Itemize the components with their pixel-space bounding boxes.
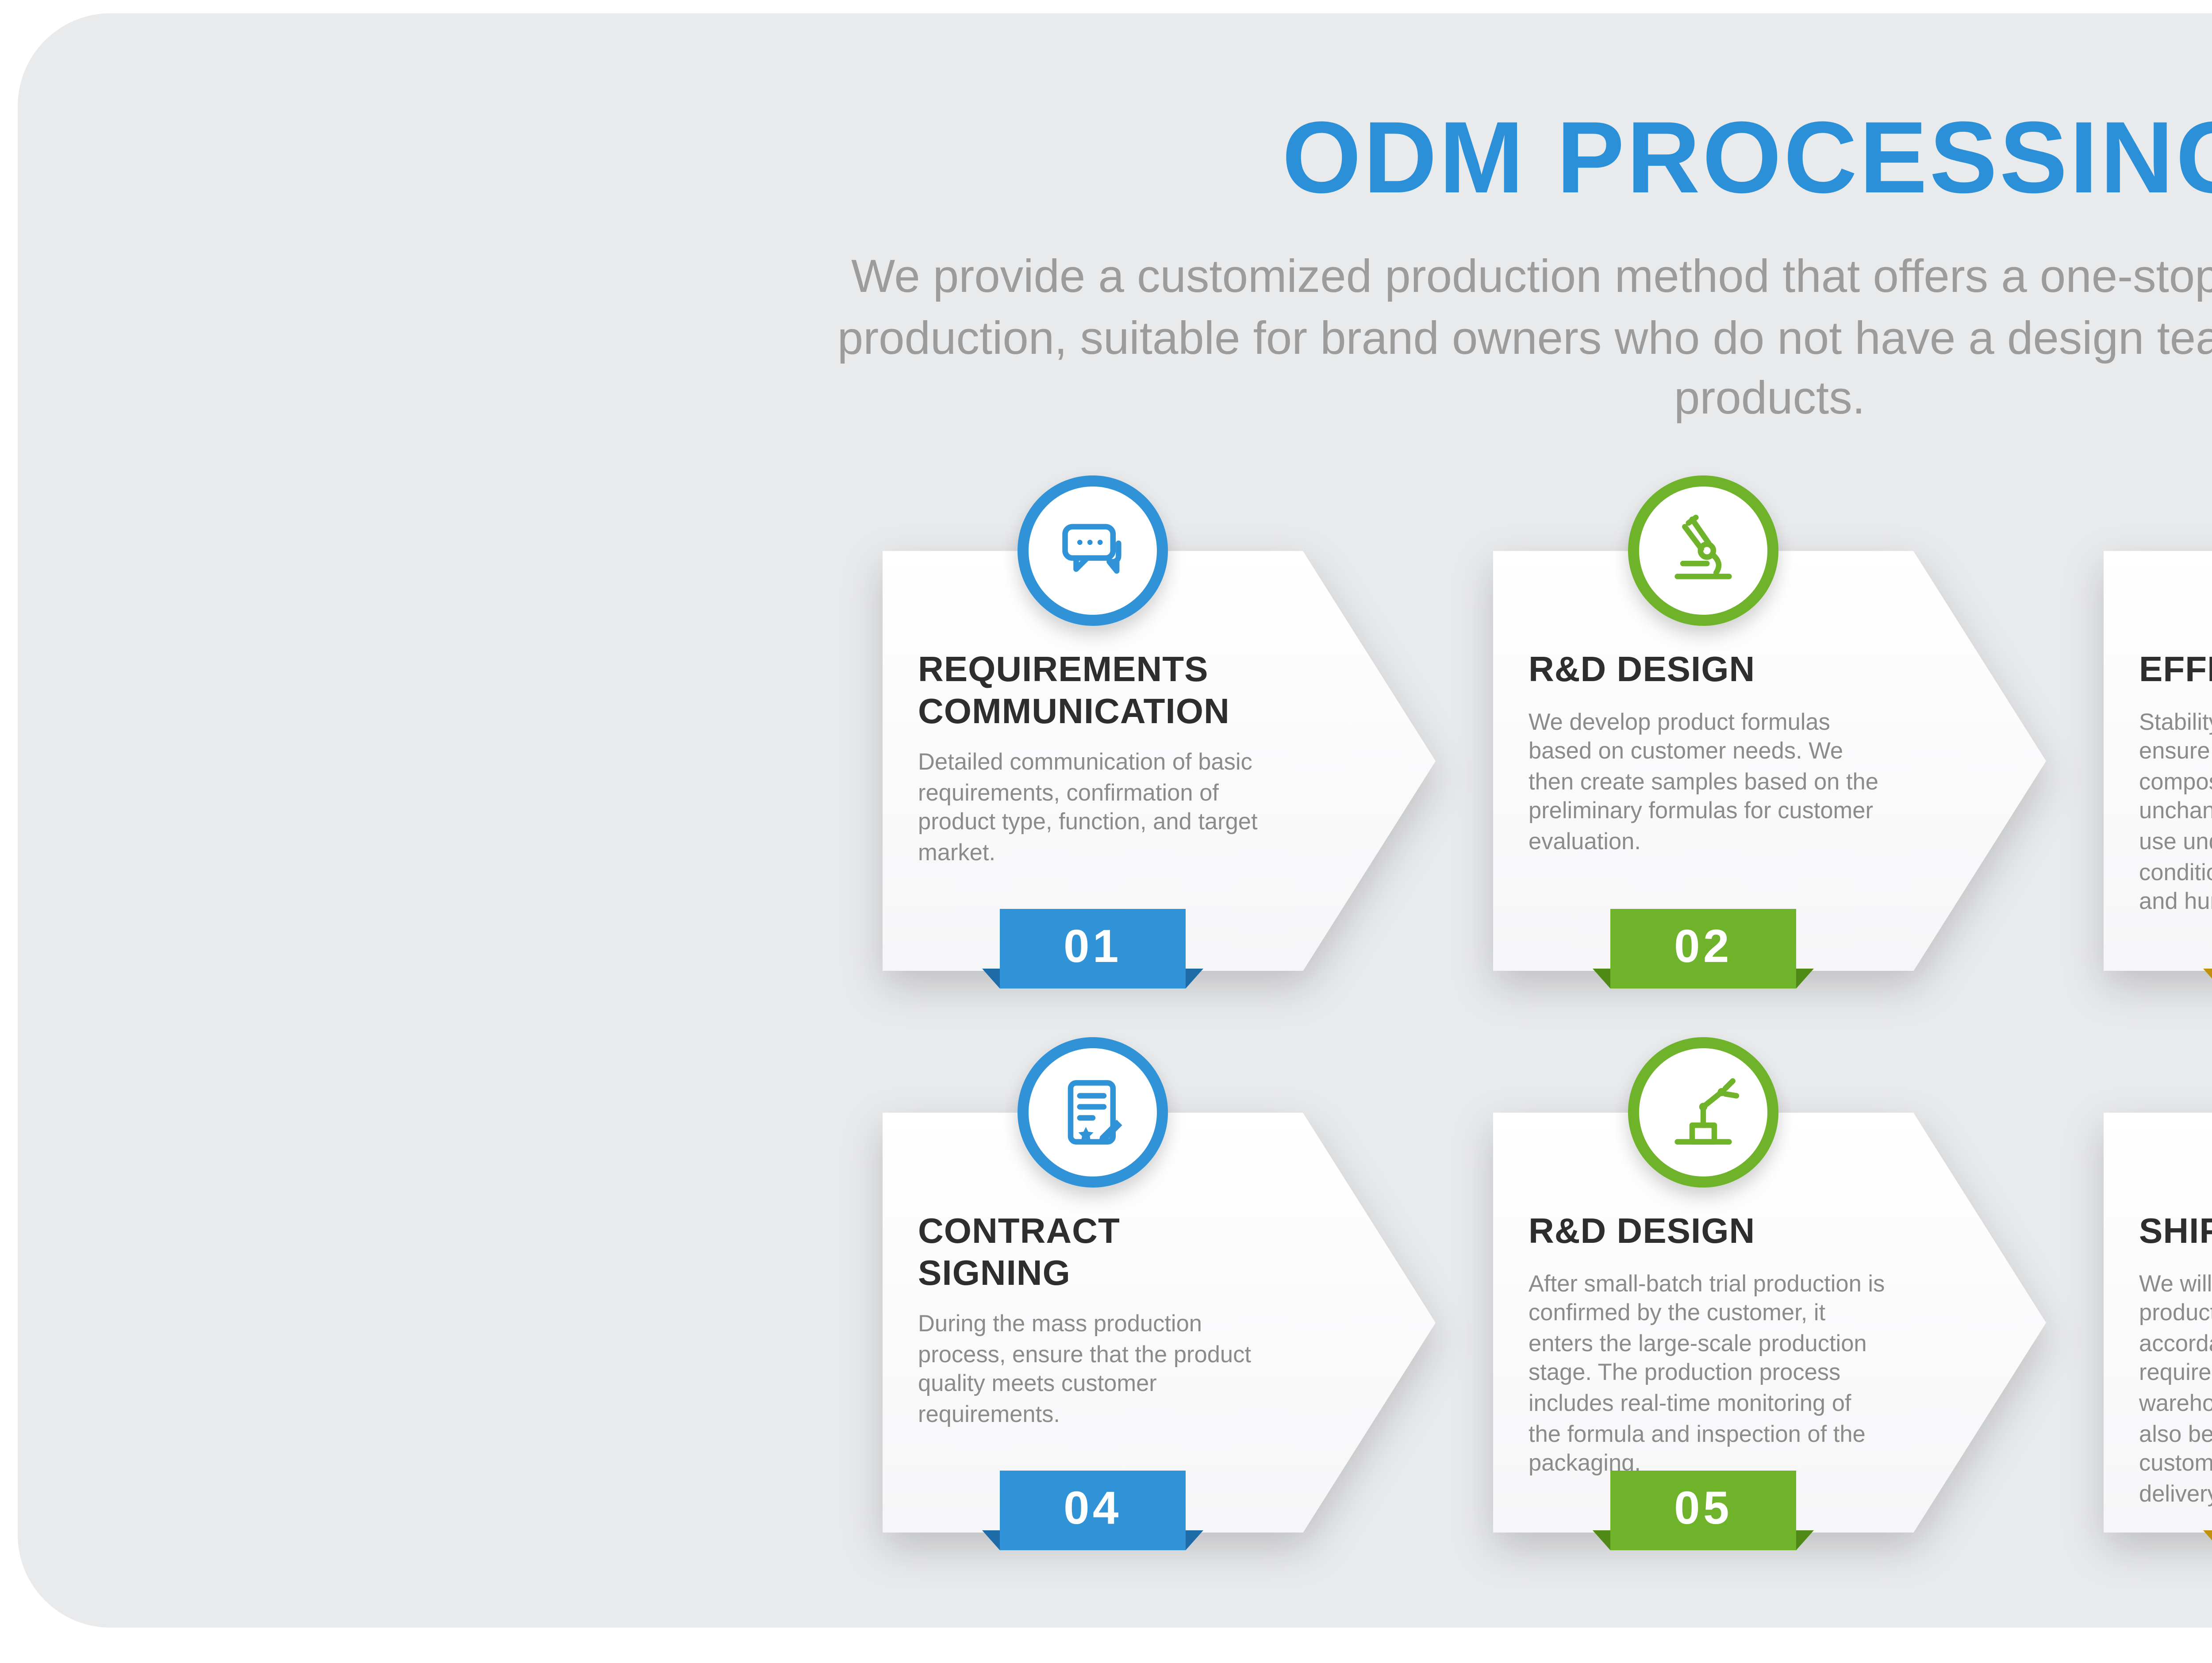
step-card-contract-signing: CONTRACT SIGNING During the mass product… xyxy=(883,1037,1436,1551)
card-body: R&D DESIGN After small-batch trial produ… xyxy=(1493,1112,2046,1533)
step-description: We develop product formulas based on cus… xyxy=(1528,709,1878,856)
step-number-badge: 05 xyxy=(1593,1471,1814,1551)
card-arrow-shape: EFFICACY TEST Stability testing is condu… xyxy=(2104,551,2212,971)
step-description: We will deliver the finished products to… xyxy=(2139,1270,2212,1509)
card-arrow-shape: R&D DESIGN After small-batch trial produ… xyxy=(1493,1112,2046,1533)
step-number-badge: 02 xyxy=(1593,909,1814,989)
chat-bubbles-icon xyxy=(1018,475,1168,626)
step-title: R&D DESIGN xyxy=(1528,652,1755,690)
step-number: 02 xyxy=(1674,922,1732,973)
steps-row-1: REQUIREMENTS COMMUNICATION Detailed comm… xyxy=(883,475,2212,989)
steps-grid: REQUIREMENTS COMMUNICATION Detailed comm… xyxy=(18,475,2212,1551)
background-panel: ODM PROCESSING We provide a customized p… xyxy=(18,13,2212,1628)
card-arrow-shape: SHIPMENT We will deliver the finished pr… xyxy=(2104,1112,2212,1533)
step-description: Detailed communication of basic requirem… xyxy=(918,749,1258,867)
step-description: During the mass production process, ensu… xyxy=(918,1311,1251,1429)
card-body: SHIPMENT We will deliver the finished pr… xyxy=(2104,1112,2212,1533)
card-arrow-shape: CONTRACT SIGNING During the mass product… xyxy=(883,1112,1436,1533)
step-description: Stability testing is conducted to ensure… xyxy=(2139,709,2212,916)
step-title: SHIPMENT xyxy=(2139,1214,2212,1252)
step-card-mass-production: R&D DESIGN After small-batch trial produ… xyxy=(1493,1037,2046,1551)
step-card-efficacy-test: EFFICACY TEST Stability testing is condu… xyxy=(2104,551,2212,989)
step-number: 01 xyxy=(1064,922,1122,973)
card-body: EFFICACY TEST Stability testing is condu… xyxy=(2104,551,2212,971)
robotic-arm-icon xyxy=(1628,1037,1778,1188)
step-number: 05 xyxy=(1674,1484,1732,1535)
step-description: After small-batch trial production is co… xyxy=(1528,1270,1885,1478)
card-arrow-shape: R&D DESIGN We develop product formulas b… xyxy=(1493,551,2046,971)
step-title: EFFICACY TEST xyxy=(2139,652,2212,690)
card-arrow-shape: REQUIREMENTS COMMUNICATION Detailed comm… xyxy=(883,551,1436,971)
step-title: REQUIREMENTS COMMUNICATION xyxy=(918,652,1230,731)
step-card-shipment: SHIPMENT We will deliver the finished pr… xyxy=(2104,1112,2212,1551)
step-number: 04 xyxy=(1064,1484,1122,1535)
card-body: REQUIREMENTS COMMUNICATION Detailed comm… xyxy=(883,551,1436,971)
page-title: ODM PROCESSING xyxy=(1282,100,2212,215)
card-body: CONTRACT SIGNING During the mass product… xyxy=(883,1112,1436,1533)
steps-row-2: CONTRACT SIGNING During the mass product… xyxy=(883,1037,2212,1551)
microscope-icon xyxy=(1628,475,1778,626)
page-subtitle: We provide a customized production metho… xyxy=(837,252,2212,426)
step-number-badge: 01 xyxy=(982,909,1203,989)
step-title: R&D DESIGN xyxy=(1528,1214,1755,1252)
step-number-badge: 04 xyxy=(982,1471,1203,1551)
card-body: R&D DESIGN We develop product formulas b… xyxy=(1493,551,2046,971)
step-title: CONTRACT SIGNING xyxy=(918,1214,1120,1293)
step-card-requirements-communication: REQUIREMENTS COMMUNICATION Detailed comm… xyxy=(883,475,1436,989)
step-card-rd-design: R&D DESIGN We develop product formulas b… xyxy=(1493,475,2046,989)
contract-document-icon xyxy=(1018,1037,1168,1188)
